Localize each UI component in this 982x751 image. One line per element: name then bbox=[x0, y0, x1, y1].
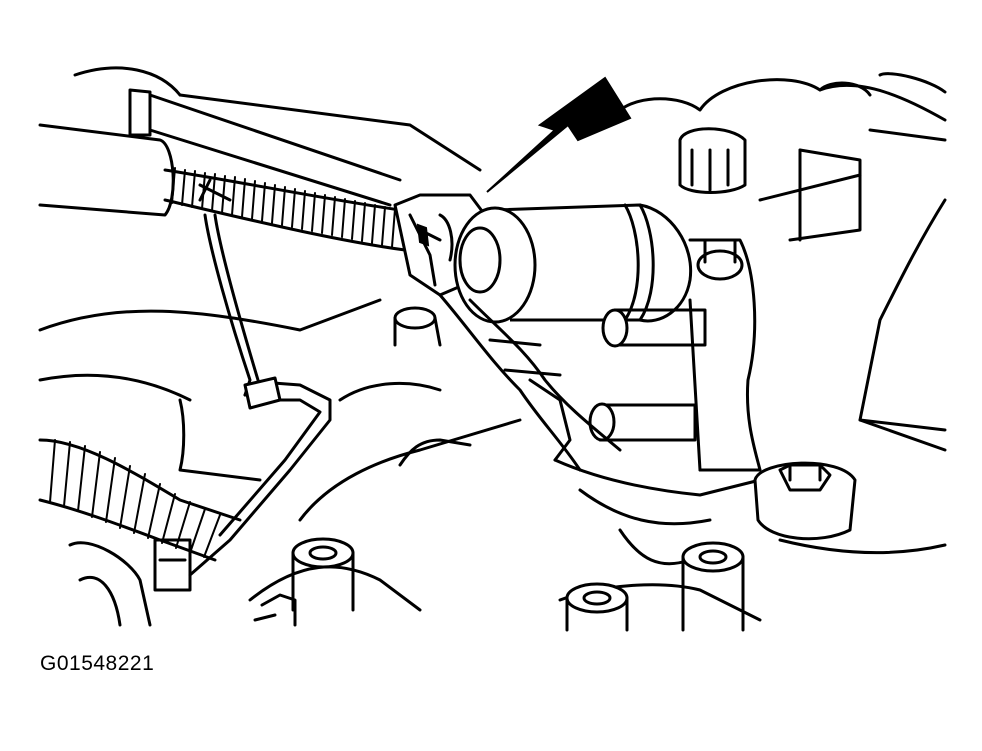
upper-left-tube bbox=[128, 88, 402, 207]
small-fitting bbox=[253, 593, 297, 627]
lower-left-pipe bbox=[68, 538, 192, 627]
engine-line-drawing bbox=[38, 66, 947, 632]
figure-code: G01548221 bbox=[40, 652, 155, 675]
pointer-arrow bbox=[486, 76, 632, 193]
corrugated-harness-lower bbox=[38, 438, 242, 562]
thin-wire bbox=[203, 213, 260, 397]
pipe-fittings bbox=[588, 308, 707, 442]
mounting-bracket bbox=[688, 238, 762, 472]
cylindrical-component bbox=[453, 203, 693, 324]
lower-right-bolt bbox=[753, 461, 857, 541]
corrugated-harness-upper bbox=[163, 167, 407, 252]
hose-down bbox=[438, 293, 622, 472]
elbow-fitting bbox=[553, 458, 762, 566]
upper-bolt bbox=[678, 127, 747, 194]
stud-posts bbox=[291, 306, 745, 632]
wire-with-clip bbox=[188, 376, 332, 577]
engine-background-outline bbox=[38, 66, 947, 482]
